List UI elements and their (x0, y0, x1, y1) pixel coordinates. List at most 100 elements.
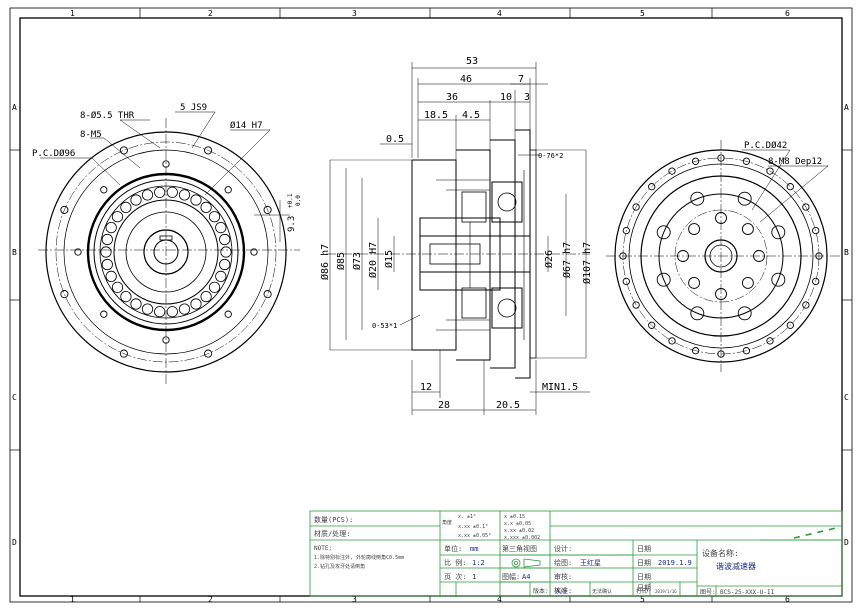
tb-approve-label: 核准: (554, 586, 572, 595)
tb-pages-value: 1 (472, 573, 476, 581)
inner-border (19, 17, 843, 597)
m8-hole (741, 223, 754, 236)
outer-hole (802, 203, 810, 211)
outer-hole (619, 252, 627, 260)
callout-bore-diameter: Ø14 H7 (230, 120, 263, 131)
zone-top-5: 5 (640, 9, 645, 18)
flange-hole (119, 349, 128, 358)
tb-tol-left-3: x.xx ±0.05° (458, 533, 491, 539)
m5-hole (224, 186, 232, 194)
m8-hole (715, 212, 727, 224)
tb-design-label: 设计: (554, 544, 572, 553)
dia-15: Ø15 (383, 250, 395, 268)
dim-18-5: 18.5 (424, 110, 448, 121)
callout-m8-holes: 8-M8 Dep12 (768, 157, 822, 167)
bolt-holes (60, 146, 272, 358)
flange-hole (263, 205, 272, 214)
bearing-ball (130, 298, 142, 310)
tb-projection: 第三角视图 (502, 544, 537, 553)
bearing-ball (105, 222, 117, 234)
flange-hole (119, 146, 128, 155)
relief-hole (771, 225, 786, 240)
tb-draw-label: 绘图: (554, 558, 572, 567)
callout-thru-holes: 8-Ø5.5 THR (80, 110, 135, 121)
zone-bottom-2: 2 (208, 595, 213, 604)
bearing-ball (100, 246, 112, 258)
flange-hole (204, 146, 213, 155)
zone-bottom-4: 4 (497, 595, 502, 604)
outer-hole (668, 337, 676, 345)
dim-9-3: 9.3 (287, 216, 297, 232)
outer-hole (766, 167, 774, 175)
relief-hole (656, 225, 671, 240)
callout-m5-holes: 8-M5 (80, 130, 102, 140)
outer-hole (691, 347, 700, 355)
bearing-ball (130, 194, 142, 206)
dim-20-5: 20.5 (496, 400, 520, 411)
bearing-ball (101, 258, 113, 271)
dia-86-h7: Ø86 h7 (319, 244, 331, 280)
tb-pages-label: 页 次: (444, 572, 466, 581)
tb-device-value: 谐波减速器 (716, 561, 756, 571)
bearing-ball (154, 306, 166, 318)
zone-left-c: C (12, 393, 17, 402)
dim-10: 10 (500, 92, 512, 103)
dim-53: 53 (466, 56, 478, 67)
zone-ticks (10, 8, 852, 602)
bearing-ball (120, 290, 132, 303)
m8-hole (688, 223, 701, 236)
tb-device-label: 设备名称: (702, 548, 739, 558)
bearing-ball (166, 186, 178, 198)
outer-border (9, 7, 853, 603)
outer-hole (802, 301, 810, 309)
m8-hole (741, 276, 754, 289)
zone-left-a: A (12, 103, 17, 112)
outer-hole (742, 347, 751, 355)
bearing-ball (141, 303, 154, 315)
bearing-ball (101, 233, 113, 246)
tb-material-label: 材质/处理: (314, 529, 350, 538)
relief-hole (690, 191, 705, 206)
bearing-ball (215, 270, 227, 282)
tb-version-value: A/0 (556, 588, 567, 595)
bearing-ball (111, 281, 124, 293)
relief-hole (737, 191, 752, 206)
tol-upper: +0.1 (287, 193, 294, 208)
bearing-ball (208, 211, 221, 223)
tb-tol-right-1: x ±0.15 (504, 514, 525, 520)
tb-drawer-name: 王红星 (580, 558, 601, 567)
relief-hole (771, 272, 786, 287)
callout-pcd-42: P.C.DØ42 (744, 140, 787, 151)
flange-hole (204, 349, 213, 358)
tb-tol-left-2: x.xx ±0.1° (458, 524, 488, 530)
dim-28: 28 (438, 400, 450, 411)
tb-sheet-value: A4 (522, 573, 530, 581)
zone-bottom-1: 1 (70, 595, 75, 604)
tb-tol-right-4: x.xxx ±0.002 (504, 535, 540, 541)
note-bottom: 0-53*1 (372, 322, 397, 330)
callout-pcd-96: P.C.DØ96 (32, 148, 75, 159)
flange-hole (263, 290, 272, 299)
tb-date-2-value: 2019.1.9 (658, 559, 692, 567)
outer-hole (717, 154, 725, 162)
tb-scale-label: 比 例: (444, 558, 466, 567)
outer-hole (786, 321, 794, 329)
zone-right-c: C (844, 393, 849, 402)
relief-hole (737, 306, 752, 321)
outer-hole (632, 203, 640, 211)
tb-tol-angle: 角度 (442, 519, 452, 526)
zone-left-d: D (12, 538, 17, 547)
tb-unit-label: 单位: (444, 544, 462, 553)
right-back-view (606, 140, 840, 372)
bearing-ball (200, 290, 212, 303)
bearing-ball (178, 303, 191, 315)
bearing-ball (200, 201, 212, 213)
tb-date-1: 日期 (637, 545, 651, 553)
outer-hole (622, 277, 630, 286)
dia-107-h7: Ø107 h7 (581, 242, 593, 284)
m5-hole (100, 310, 108, 318)
zone-right-a: A (844, 103, 849, 112)
dim-4-5: 4.5 (462, 110, 480, 121)
outer-hole (812, 277, 820, 286)
